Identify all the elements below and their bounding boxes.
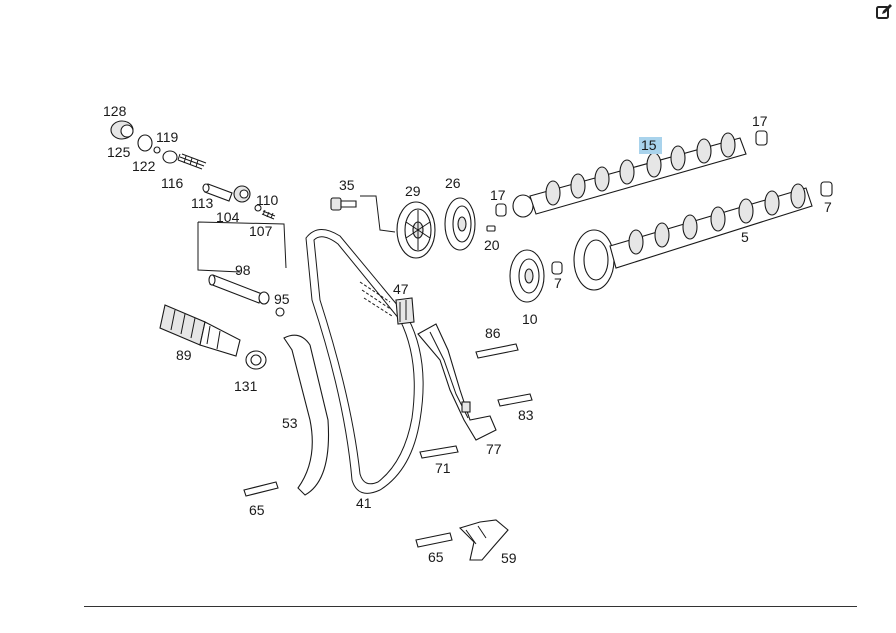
callout-10[interactable]: 10 <box>522 311 538 327</box>
part-107-drawing <box>261 209 276 220</box>
part-17b-drawing <box>755 130 768 146</box>
part-86-drawing <box>475 343 519 359</box>
callout-5[interactable]: 5 <box>741 229 749 245</box>
part-65b-drawing <box>415 532 453 548</box>
callout-17a[interactable]: 17 <box>490 187 506 203</box>
callout-95[interactable]: 95 <box>274 291 290 307</box>
callout-7b[interactable]: 7 <box>824 199 832 215</box>
callout-125[interactable]: 125 <box>107 144 131 160</box>
part-125-drawing <box>137 134 153 152</box>
callout-7a[interactable]: 7 <box>554 275 562 291</box>
callout-35[interactable]: 35 <box>339 177 355 193</box>
callout-86[interactable]: 86 <box>485 325 501 341</box>
part-26-drawing <box>444 197 476 251</box>
callout-71[interactable]: 71 <box>435 460 451 476</box>
callout-128[interactable]: 128 <box>103 103 127 119</box>
part-65a-drawing <box>243 481 279 497</box>
part-5-drawing <box>573 183 813 291</box>
part-89-drawing <box>159 304 241 357</box>
part-110-drawing <box>254 204 262 212</box>
part-77-drawing <box>417 323 497 441</box>
bottom-divider <box>84 606 857 607</box>
part-10-drawing <box>509 249 545 303</box>
part-131-drawing <box>245 350 267 370</box>
part-29-drawing <box>396 201 436 259</box>
callout-20[interactable]: 20 <box>484 237 500 253</box>
part-47-drawing <box>395 297 415 325</box>
callout-29[interactable]: 29 <box>405 183 421 199</box>
callout-53[interactable]: 53 <box>282 415 298 431</box>
part-53-drawing <box>283 334 330 496</box>
callout-119[interactable]: 119 <box>156 129 179 145</box>
part-128-drawing <box>110 120 134 140</box>
part-59-drawing <box>458 519 509 561</box>
part-116-drawing <box>162 150 207 170</box>
callout-116[interactable]: 116 <box>161 175 184 191</box>
callout-17b[interactable]: 17 <box>752 113 768 129</box>
part-104-drawing <box>233 185 251 203</box>
part-113-drawing <box>202 183 233 202</box>
callout-47[interactable]: 47 <box>393 281 409 297</box>
part-17a-drawing <box>495 203 507 217</box>
highlight-15 <box>639 137 662 154</box>
callout-122[interactable]: 122 <box>132 158 156 174</box>
callout-89[interactable]: 89 <box>176 347 192 363</box>
callout-110[interactable]: 110 <box>256 192 279 208</box>
callout-113[interactable]: 113 <box>191 195 214 211</box>
callout-104[interactable]: 104 <box>216 209 240 225</box>
part-35-drawing <box>330 197 357 211</box>
callout-26[interactable]: 26 <box>445 175 461 191</box>
callout-65a[interactable]: 65 <box>249 502 265 518</box>
part-122-drawing <box>153 146 161 154</box>
callout-131[interactable]: 131 <box>234 378 258 394</box>
callout-83[interactable]: 83 <box>518 407 534 423</box>
group-bracket-98 <box>197 221 287 273</box>
callout-59[interactable]: 59 <box>501 550 517 566</box>
part-71-drawing <box>419 445 459 459</box>
part-15-drawing <box>512 132 747 218</box>
callout-15[interactable]: 15 <box>641 137 657 153</box>
callout-41[interactable]: 41 <box>356 495 372 511</box>
callout-107[interactable]: 107 <box>249 223 273 239</box>
part-7b-drawing <box>820 181 833 197</box>
part-7a-drawing <box>551 261 563 275</box>
part-95-drawing <box>275 307 285 317</box>
callout-98[interactable]: 98 <box>235 262 251 278</box>
callout-65b[interactable]: 65 <box>428 549 444 565</box>
edit-icon <box>876 4 892 19</box>
callout-77[interactable]: 77 <box>486 441 502 457</box>
part-98-drawing <box>208 274 270 305</box>
part-83-drawing <box>497 393 533 407</box>
callout-line-35 <box>360 195 396 233</box>
edit-button[interactable] <box>874 2 894 22</box>
part-41-drawing <box>305 229 424 494</box>
part-20-drawing <box>486 225 496 232</box>
